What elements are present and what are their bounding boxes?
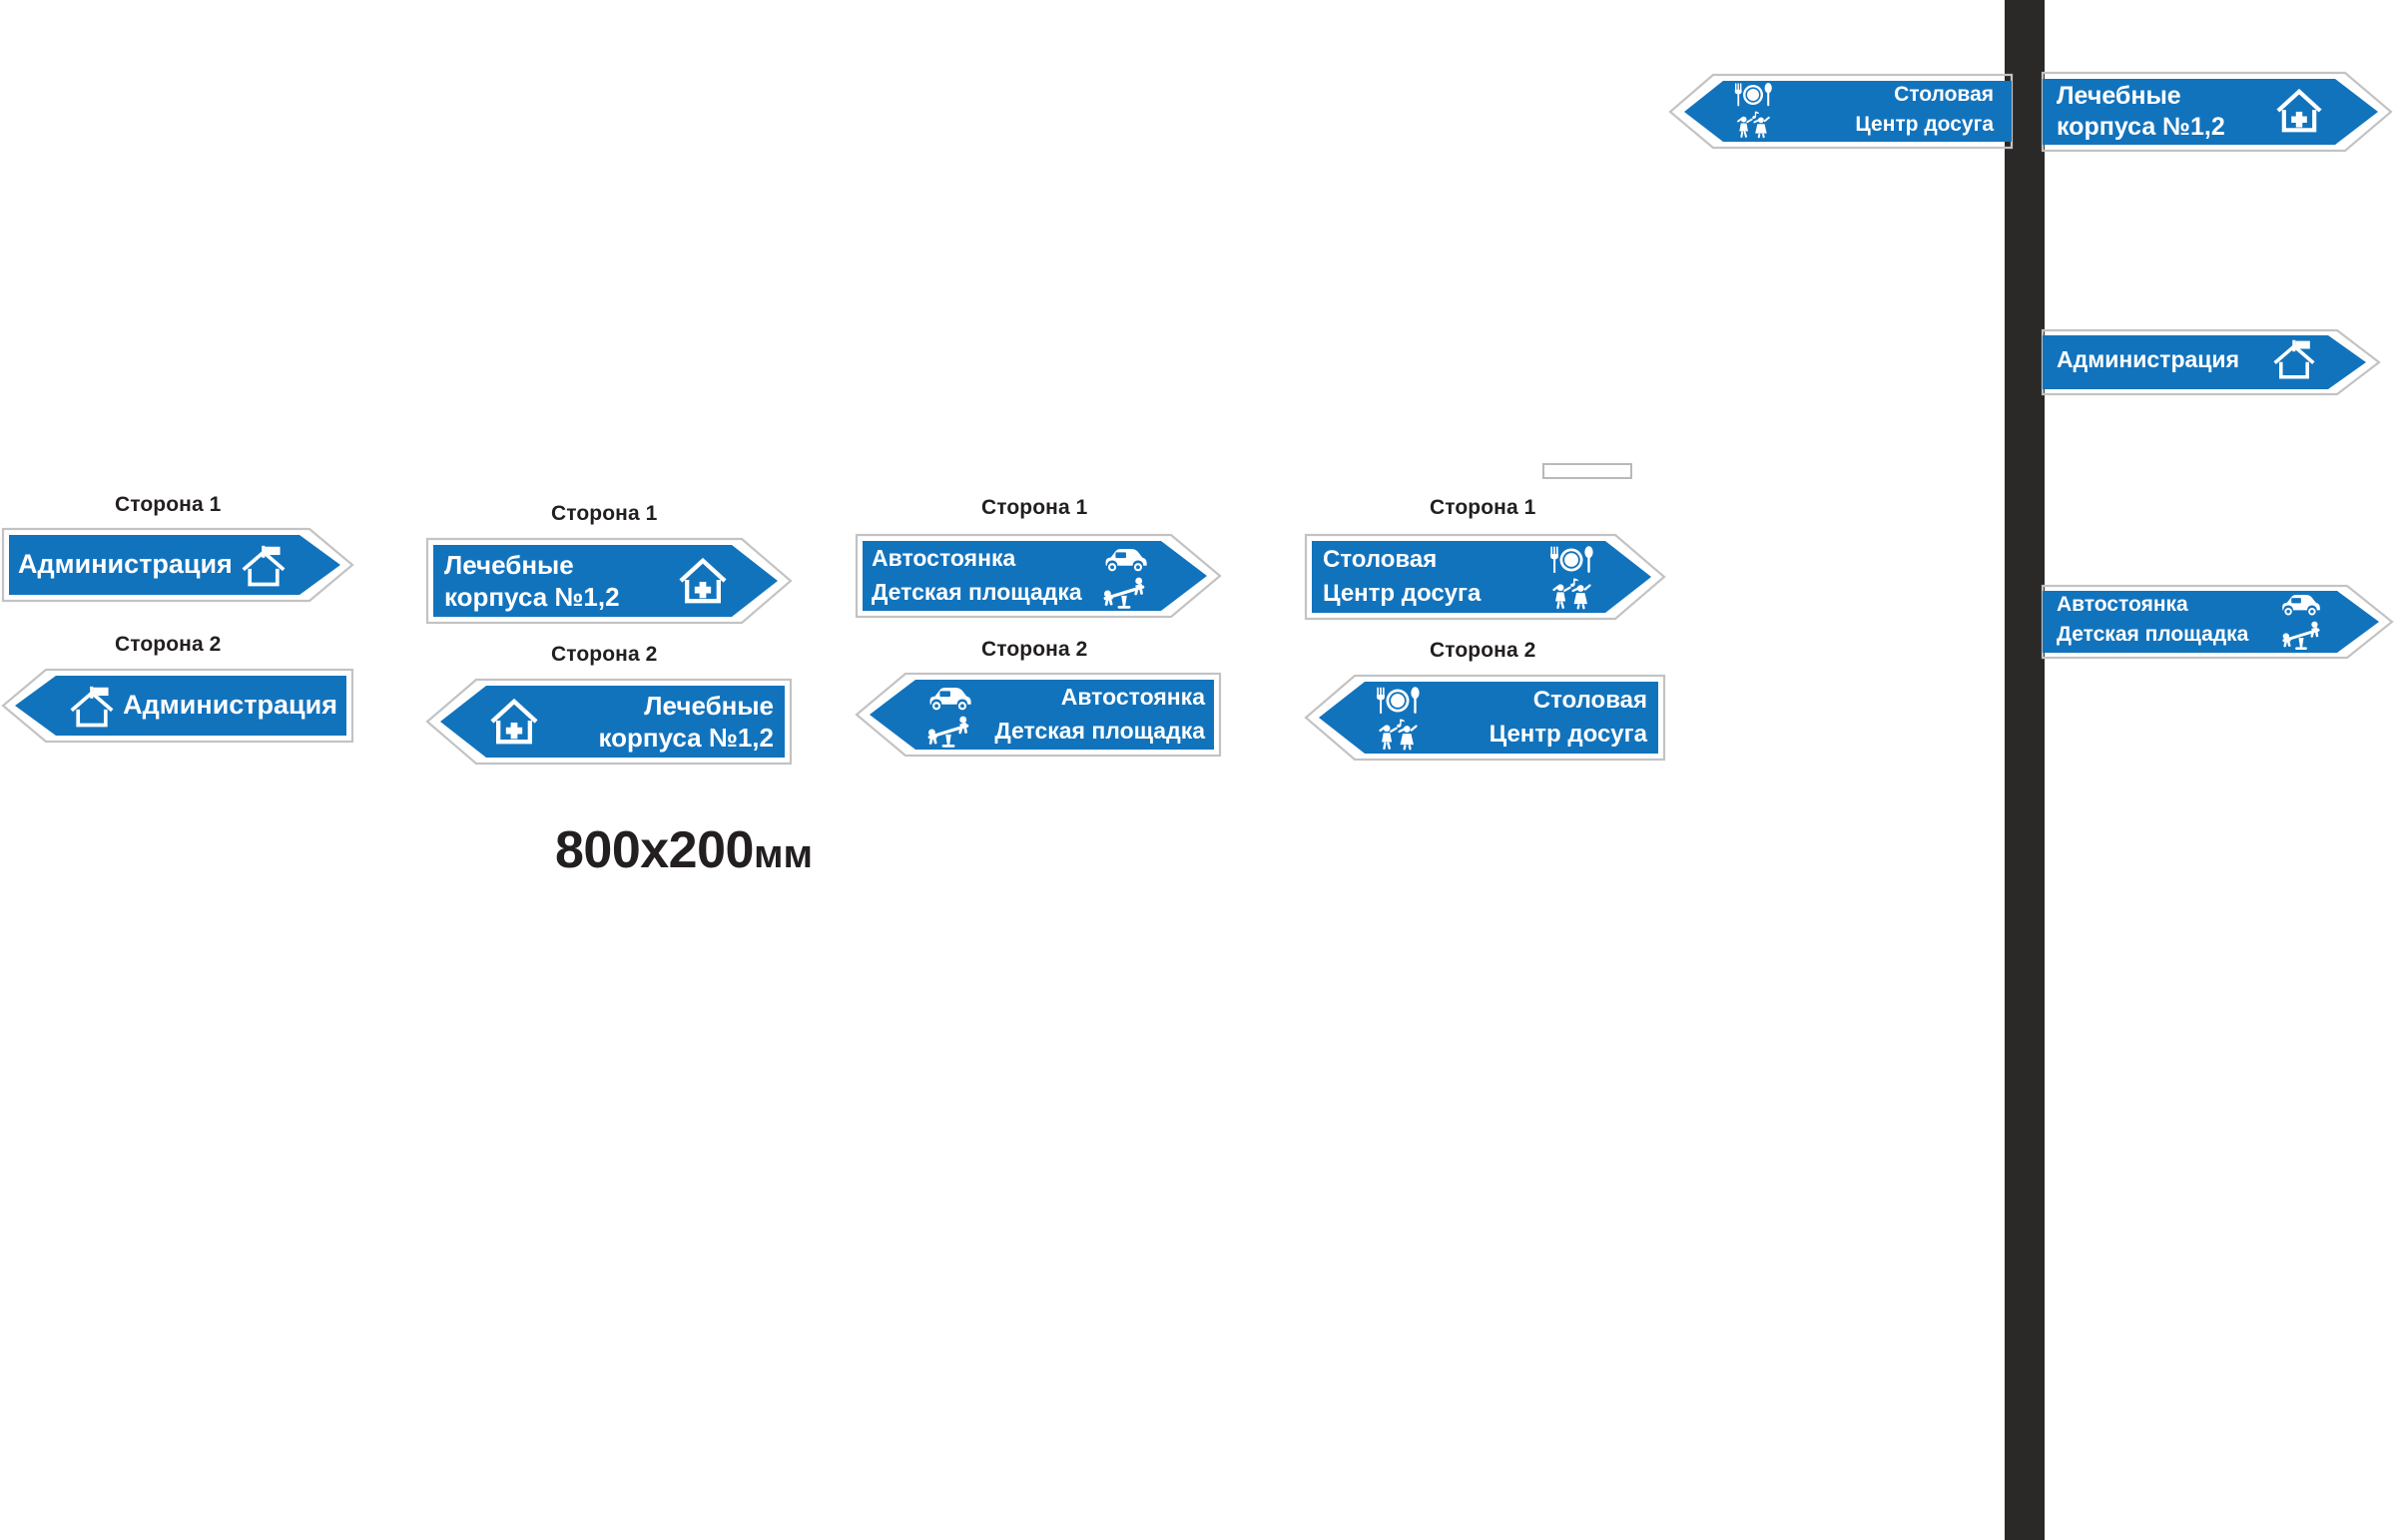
side1-caption-administration: Сторона 1 [115,493,222,516]
sign-label-line2: Детская площадка [994,718,1205,744]
sign-administration-side1[interactable]: Администрация [0,526,355,604]
house-flag-icon [238,544,290,590]
sign-label-line2: Центр досуга [1855,113,1994,136]
sign-label-line2: Детская площадка [872,579,1082,605]
side1-caption-medical: Сторона 1 [551,502,658,525]
house-cross-icon [679,557,727,605]
sign-label-line2: корпуса №1,2 [2057,113,2225,141]
sign-label-line1: Лечебные [644,691,774,721]
sign-label-line2: корпуса №1,2 [598,723,774,753]
sign-label-line1: Столовая [1894,83,1994,106]
side2-caption-medical: Сторона 2 [551,643,658,666]
sign-label-line1: Автостоянка [2057,593,2188,616]
seesaw-playground-icon [2280,621,2322,652]
sign-label-line1: Столовая [1323,546,1438,573]
sign-label-line1: Администрация [2057,346,2239,372]
cutlery-plate-icon [1733,82,1773,108]
empty-placeholder-box [1542,463,1632,479]
dimension-unit: мм [753,832,814,876]
side2-caption-parking: Сторона 2 [981,638,1088,661]
dancing-couple-icon [1550,578,1592,610]
sign-pole [2005,0,2045,1540]
house-flag-icon [2270,338,2318,382]
side2-caption-canteen: Сторона 2 [1430,639,1536,662]
sign-parking-side2[interactable]: Автостоянка Детская площадка [854,671,1223,759]
sign-medical-side1[interactable]: Лечебные корпуса №1,2 [424,536,794,626]
sign-administration-side2[interactable]: Администрация [0,667,355,745]
pole-sign-canteen-leisure-left[interactable]: Столовая Центр досуга [1667,72,2014,150]
house-cross-icon [490,698,538,746]
pole-sign-medical-right[interactable]: Лечебные корпуса №1,2 [2041,70,2394,154]
sign-label-line2: корпуса №1,2 [444,582,620,612]
car-icon [1101,546,1149,576]
seesaw-playground-icon [925,716,971,750]
sign-label-line2: Детская площадка [2057,623,2249,646]
car-icon [925,685,973,715]
seesaw-playground-icon [1101,577,1147,611]
pole-sign-administration-right[interactable]: Администрация [2041,327,2382,397]
sign-medical-side2[interactable]: Лечебные корпуса №1,2 [424,677,794,767]
sign-canteen-side1[interactable]: Столовая Центр досуга [1303,532,1667,622]
cutlery-plate-icon [1548,545,1594,575]
cutlery-plate-icon [1375,686,1421,716]
pole-sign-parking-right[interactable]: Автостоянка Детская площадка [2041,583,2394,661]
sign-label-line1: Автостоянка [872,545,1016,571]
sign-label-line2: Центр досуга [1489,721,1647,748]
sign-plate-left [1668,73,2014,150]
dancing-couple-icon [1377,719,1419,751]
side1-caption-canteen: Сторона 1 [1430,496,1536,519]
dimension-size: 800x200 [555,821,754,879]
sign-label-line1: Столовая [1532,687,1647,714]
sign-label-line1: Администрация [123,690,337,720]
sign-canteen-side2[interactable]: Столовая Центр досуга [1303,673,1667,763]
house-flag-icon [66,685,118,731]
dimension-caption: 800x200мм [555,820,813,880]
dancing-couple-icon [1735,111,1771,139]
car-icon [2278,592,2322,620]
sign-label-line1: Лечебные [444,550,574,580]
sign-label-line2: Центр досуга [1323,580,1482,607]
sign-parking-side1[interactable]: Автостоянка Детская площадка [854,532,1223,620]
sign-label-line1: Автостоянка [1060,684,1205,710]
side1-caption-parking: Сторона 1 [981,496,1088,519]
sign-plate-right [1,527,354,603]
house-cross-icon [2276,88,2322,134]
side2-caption-administration: Сторона 2 [115,633,222,656]
sign-label-line1: Администрация [18,549,233,579]
sign-label-line1: Лечебные [2057,82,2181,110]
